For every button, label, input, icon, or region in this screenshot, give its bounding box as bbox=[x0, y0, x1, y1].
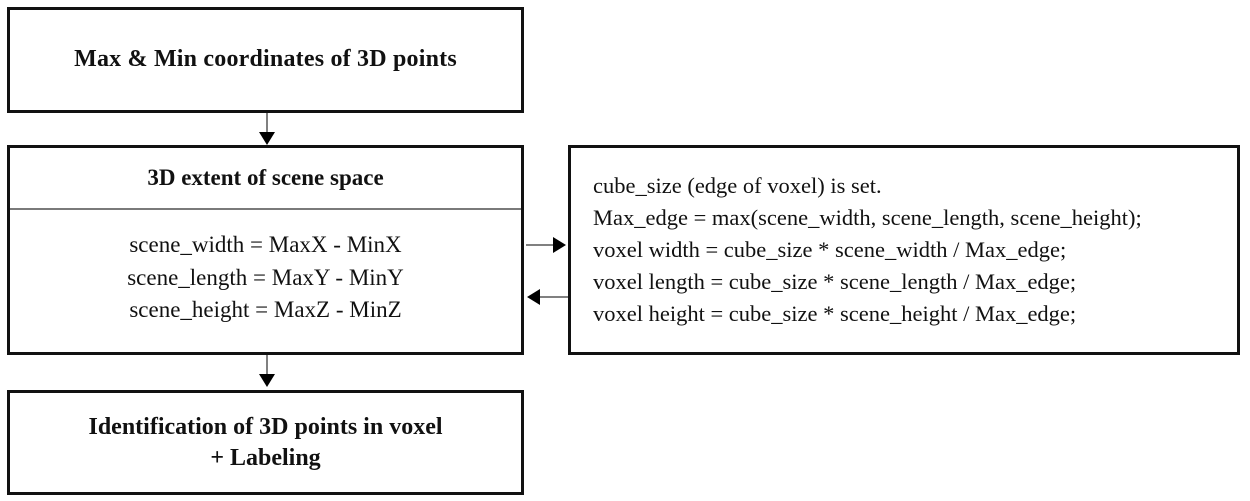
node-point-identification-line2: + Labeling bbox=[210, 444, 321, 471]
node-max-min-coordinates: Max & Min coordinates of 3D points bbox=[7, 7, 524, 113]
formula-scene-height: scene_height = MaxZ - MinZ bbox=[129, 297, 402, 323]
node-scene-extent-body: scene_width = MaxX - MinX scene_length =… bbox=[10, 210, 521, 352]
node-scene-extent-header: 3D extent of scene space bbox=[10, 148, 521, 210]
right-arrow-icon bbox=[553, 237, 566, 253]
voxel-code-line-voxel-height: voxel height = cube_size * scene_height … bbox=[593, 300, 1077, 326]
arrow-stem bbox=[526, 244, 556, 246]
formula-scene-length: scene_length = MaxY - MinY bbox=[127, 264, 404, 290]
left-arrow-icon bbox=[527, 289, 540, 305]
arrow-stem bbox=[266, 113, 268, 135]
node-scene-extent: 3D extent of scene space scene_width = M… bbox=[7, 145, 524, 355]
arrow-stem bbox=[266, 355, 268, 377]
formula-scene-width: scene_width = MaxX - MinX bbox=[129, 232, 402, 258]
voxel-code-line-cube-size: cube_size (edge of voxel) is set. bbox=[593, 173, 882, 199]
arrow-stem bbox=[540, 296, 568, 298]
down-arrow-icon bbox=[259, 132, 275, 145]
down-arrow-icon bbox=[259, 374, 275, 387]
voxel-code-line-max-edge: Max_edge = max(scene_width, scene_length… bbox=[593, 205, 1142, 231]
node-point-identification-label: Identification of 3D points in voxel + L… bbox=[88, 412, 442, 473]
node-voxel-sizing: cube_size (edge of voxel) is set. Max_ed… bbox=[568, 145, 1240, 355]
node-point-identification: Identification of 3D points in voxel + L… bbox=[7, 390, 524, 495]
voxel-code-line-voxel-length: voxel length = cube_size * scene_length … bbox=[593, 268, 1077, 294]
voxel-code-line-voxel-width: voxel width = cube_size * scene_width / … bbox=[593, 237, 1067, 263]
node-max-min-coordinates-label: Max & Min coordinates of 3D points bbox=[74, 46, 457, 73]
node-point-identification-line1: Identification of 3D points in voxel bbox=[88, 413, 443, 440]
